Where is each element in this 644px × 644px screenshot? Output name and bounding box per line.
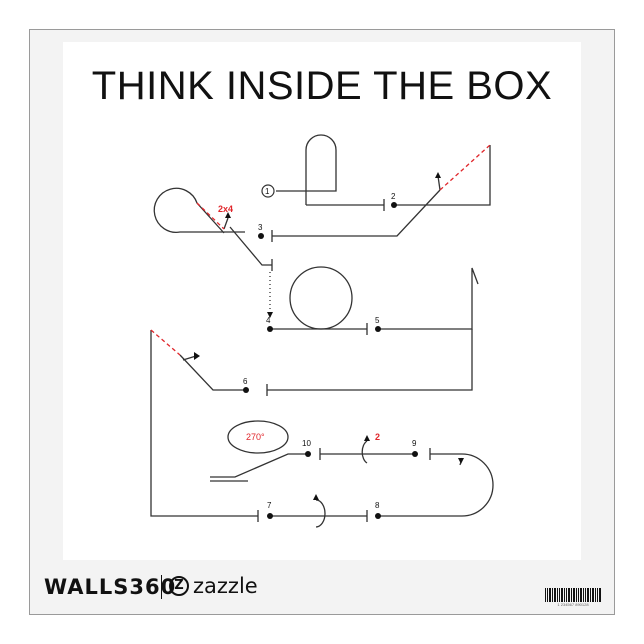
two-annotation: 2: [375, 432, 380, 442]
marker-5-label: 5: [375, 316, 380, 325]
marker-1-circle: [261, 184, 275, 198]
marker-9-label: 9: [412, 439, 417, 448]
arch-shape: [276, 134, 337, 205]
marker-7-label: 7: [267, 501, 272, 510]
marker-10-label: 10: [302, 439, 311, 448]
track-down-to-4: [229, 226, 272, 266]
dashed-guide-left: [150, 329, 181, 356]
track-segment-2-right: [395, 145, 491, 206]
decal-title: THINK INSIDE THE BOX: [91, 64, 553, 108]
turn-arrow-c: [182, 355, 197, 361]
turn-arrow-a: [223, 217, 229, 230]
node-5: [375, 326, 381, 332]
repeat-annotation: 2x4: [218, 204, 233, 214]
arrow-head-c: [194, 352, 200, 360]
turn-arrow-b: [437, 175, 441, 191]
node-7: [267, 513, 273, 519]
arrow-head-e: [313, 494, 319, 500]
track-segment-10-left: [210, 453, 308, 478]
track-segment-6: [267, 329, 473, 391]
barcode-number: 1 234567 890128: [557, 602, 589, 607]
track-diagonal-6: [179, 354, 246, 391]
marker-3-label: 3: [258, 223, 263, 232]
marker-6-label: 6: [243, 377, 248, 386]
track-diagonal-2-3: [272, 189, 441, 237]
track-left-vertical: [150, 330, 258, 517]
angle-ellipse: [227, 420, 289, 454]
node-8: [375, 513, 381, 519]
arrow-head-f: [458, 458, 464, 464]
track-segment-5-right: [378, 267, 479, 330]
walls360-logo: WALLS360: [44, 575, 177, 599]
arrow-head-a: [225, 212, 231, 218]
zazzle-logo-icon: Z: [169, 576, 189, 596]
barcode-icon: [545, 588, 601, 602]
node-9: [412, 451, 418, 457]
circle-loop: [289, 266, 353, 330]
marker-2-label: 2: [391, 192, 396, 201]
dashed-guide-left-loop: [196, 202, 225, 230]
marker-1-label: 1: [265, 187, 270, 196]
left-loop: [153, 187, 245, 234]
arrow-head-dotted: [267, 312, 273, 318]
arrow-head-b: [435, 172, 441, 178]
decal-sheet: THINK INSIDE THE BOX: [63, 42, 581, 560]
zazzle-logo: zazzle: [193, 574, 258, 598]
node-6: [243, 387, 249, 393]
marker-4-label: 4: [266, 316, 271, 325]
node-2: [391, 202, 397, 208]
turn-arrow-e: [315, 499, 326, 528]
marker-8-label: 8: [375, 501, 380, 510]
node-4: [267, 326, 273, 332]
angle-annotation: 270°: [246, 432, 265, 442]
arrow-head-d: [364, 435, 370, 441]
node-10: [305, 451, 311, 457]
track-segment-8-right: [378, 453, 494, 517]
brand-divider: [161, 575, 162, 599]
node-3: [258, 233, 264, 239]
turn-arrow-d: [361, 440, 368, 464]
dashed-guide-upper: [439, 144, 491, 191]
